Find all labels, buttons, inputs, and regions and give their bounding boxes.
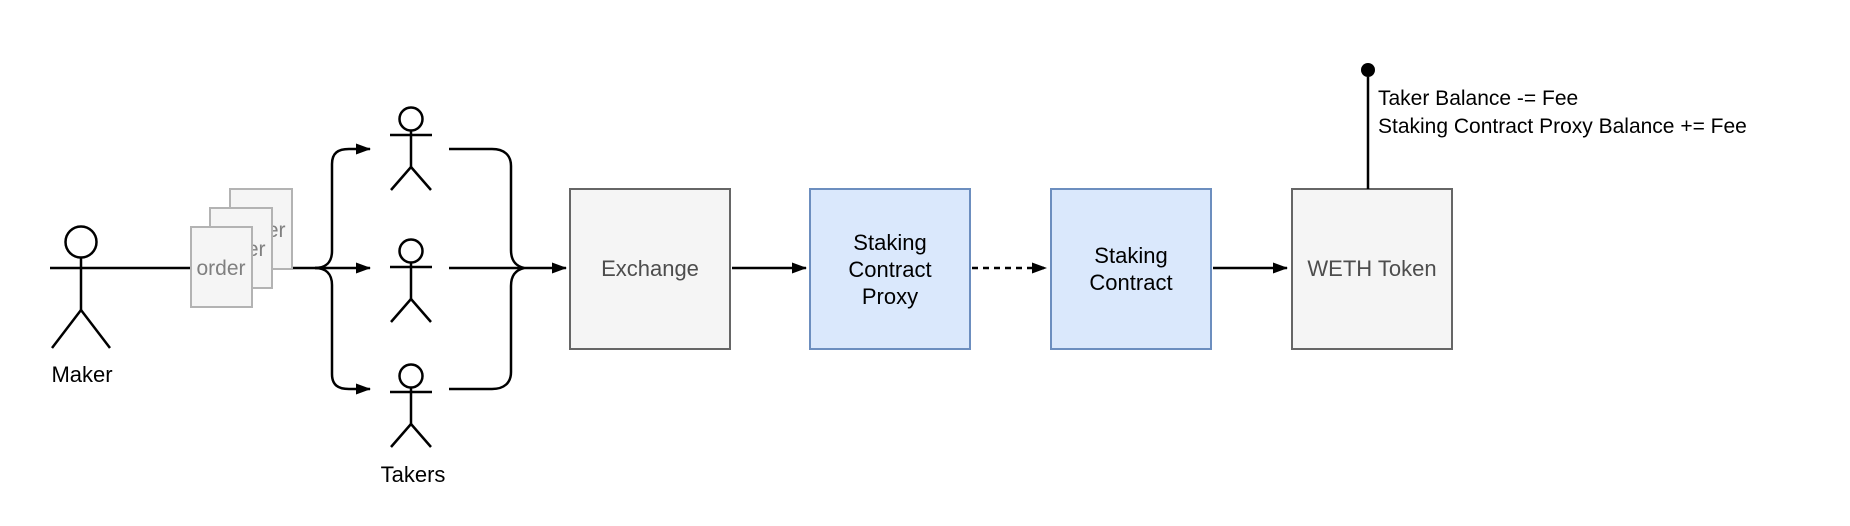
taker-3-legs [390, 423, 432, 448]
taker-2-legs [390, 298, 432, 323]
takers-label: Takers [381, 462, 446, 487]
fanin-edge-bottom [449, 266, 525, 391]
staking-contract-label-line1: Staking [1094, 243, 1167, 268]
taker-2-head [398, 238, 424, 264]
order-doc-front-label: order [196, 257, 245, 280]
maker-legs [51, 309, 111, 349]
staking-contract-proxy-label-line2: Contract [848, 257, 931, 282]
taker-actor-1 [390, 106, 432, 191]
taker-3-head [398, 363, 424, 389]
taker-actor-2 [390, 238, 432, 323]
fanin-edge-top [449, 147, 525, 270]
maker-actor [50, 225, 112, 349]
staking-contract-label-line2: Contract [1089, 270, 1172, 295]
taker-actor-3 [390, 363, 432, 448]
exchange-node [569, 188, 731, 350]
fee-annotation-endpoint-dot [1361, 63, 1375, 77]
taker-1-legs [390, 166, 432, 191]
weth-token-node [1291, 188, 1453, 350]
staking-contract-proxy-label-line1: Staking [853, 230, 926, 255]
exchange-label: Exchange [601, 256, 699, 281]
maker-head [64, 225, 98, 259]
order-doc-front [190, 226, 253, 308]
staking-contract-proxy-label-line3: Proxy [862, 284, 918, 309]
fanout-edge-bottom [314, 266, 371, 395]
fanout-edge-top [314, 143, 371, 270]
staking-contract-proxy-node [809, 188, 971, 350]
order-documents: order order order [190, 188, 293, 308]
fee-annotation-text: Taker Balance -= Fee Staking Contract Pr… [1378, 87, 1747, 138]
fee-annotation-line1: Taker Balance -= Fee [1378, 87, 1578, 110]
fee-annotation-line2: Staking Contract Proxy Balance += Fee [1378, 115, 1747, 138]
weth-token-label: WETH Token [1307, 256, 1436, 281]
maker-label: Maker [51, 362, 112, 387]
staking-contract-node [1050, 188, 1212, 350]
taker-1-head [398, 106, 424, 132]
